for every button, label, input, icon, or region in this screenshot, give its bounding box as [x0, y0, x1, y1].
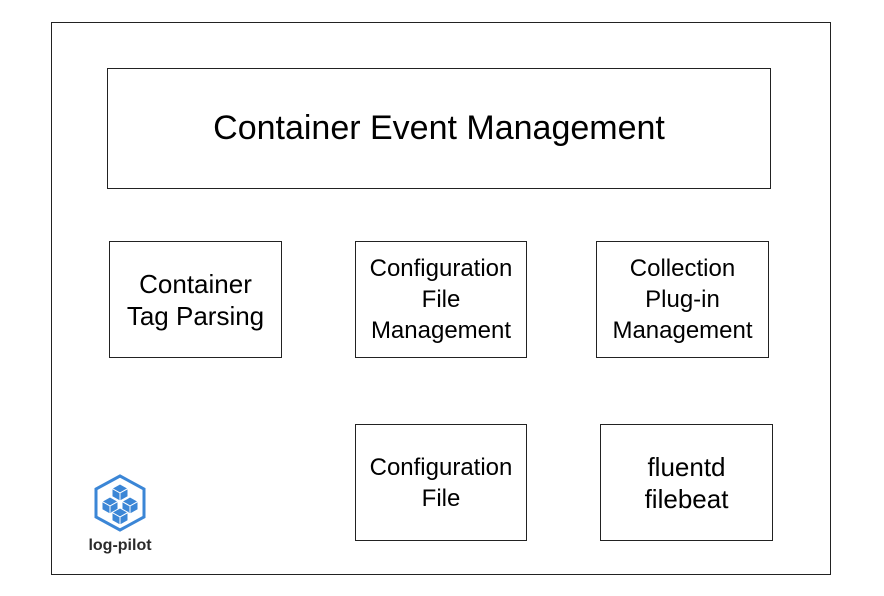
configuration-file-management-label: Configuration File Management [369, 255, 513, 344]
collection-plugin-management-label: Collection Plug-in Management [612, 255, 753, 344]
cube-cluster-icon [94, 474, 146, 532]
container-event-management-box: Container Event Management [107, 68, 771, 189]
collection-plugin-management-box: Collection Plug-in Management [596, 241, 769, 358]
logo-text: log-pilot [88, 537, 152, 554]
container-tag-parsing-label: Container Tag Parsing [126, 268, 265, 331]
container-event-management-label: Container Event Management [213, 109, 665, 147]
fluentd-filebeat-box: fluentd filebeat [600, 424, 773, 541]
container-tag-parsing-box: Container Tag Parsing [109, 241, 282, 358]
configuration-file-box: Configuration File [355, 424, 527, 541]
log-pilot-logo: log-pilot [80, 474, 160, 564]
configuration-file-label: Configuration File [369, 453, 513, 512]
configuration-file-management-box: Configuration File Management [355, 241, 527, 358]
outer-frame [51, 22, 831, 575]
fluentd-filebeat-label: fluentd filebeat [644, 451, 729, 514]
